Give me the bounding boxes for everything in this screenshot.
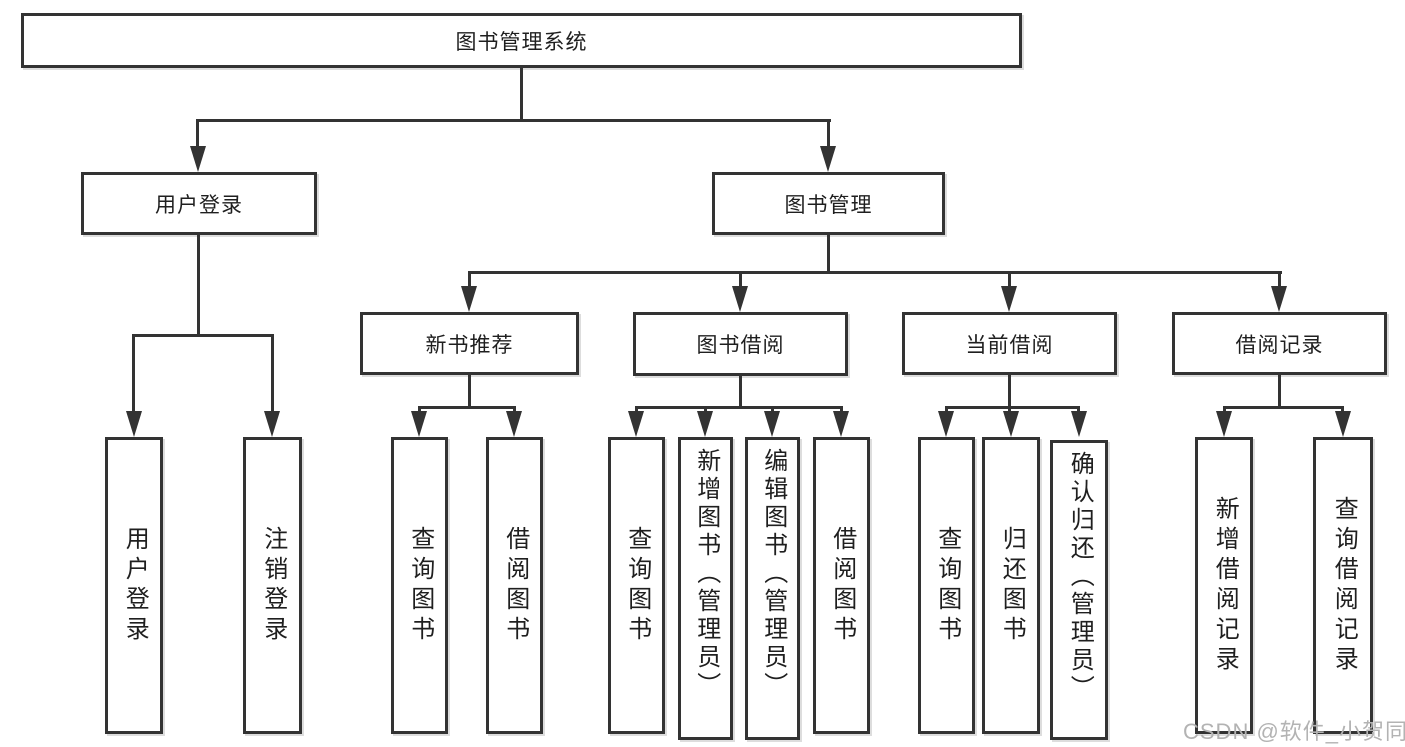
connector-borrow-hline [635,406,842,409]
connector-mgmt-stub-2 [739,271,742,288]
leaf-user-login: 用户登录 [105,437,163,734]
arrow-down-icon [126,411,142,437]
leaf-add-borrow-record: 新增借阅记录 [1195,437,1253,734]
leaf-borrow-books-2: 借阅图书 [813,437,870,734]
connector-records-vline [1278,375,1281,409]
arrow-down-icon [411,411,427,437]
connector-login-stub-right [271,334,274,414]
leaf-query-books-3: 查询图书 [918,437,975,734]
connector-root-stub-left [196,119,199,149]
node-new-book-recommend: 新书推荐 [360,312,579,375]
arrow-down-icon [820,146,836,172]
connector-borrow-stub-4 [840,406,843,414]
connector-newbook-vline [468,375,471,409]
arrow-down-icon [1271,286,1287,312]
connector-borrow-stub-3 [771,406,774,414]
connector-mgmt-vline [827,235,830,274]
leaf-return-book: 归还图书 [982,437,1040,734]
leaf-logout: 注销登录 [243,437,302,734]
connector-login-vline [197,235,200,336]
arrow-down-icon [938,411,954,437]
connector-root-vline [520,68,523,121]
connector-mgmt-hline [469,271,1282,274]
connector-current-hline [945,406,1080,409]
connector-newbook-stub-1 [418,406,421,414]
arrow-down-icon [697,411,713,437]
arrow-down-icon [1216,411,1232,437]
connector-current-stub-3 [1077,406,1080,414]
arrow-down-icon [1071,411,1087,437]
arrow-down-icon [190,146,206,172]
leaf-confirm-return-admin: 确认归还（管理员） [1050,440,1108,740]
connector-mgmt-stub-1 [468,271,471,288]
arrow-down-icon [264,411,280,437]
arrow-down-icon [461,286,477,312]
leaf-query-books-1: 查询图书 [391,437,448,734]
leaf-add-book-admin: 新增图书（管理员） [678,437,733,740]
leaf-query-books-2: 查询图书 [608,437,665,734]
node-borrow-records: 借阅记录 [1172,312,1387,375]
arrow-down-icon [1335,411,1351,437]
arrow-down-icon [764,411,780,437]
connector-mgmt-stub-4 [1278,271,1281,288]
connector-records-stub-2 [1341,406,1344,414]
leaf-edit-book-admin: 编辑图书（管理员） [745,437,800,740]
connector-newbook-hline [418,406,516,409]
leaf-query-borrow-record: 查询借阅记录 [1313,437,1373,734]
arrow-down-icon [628,411,644,437]
connector-current-stub-2 [1008,406,1011,414]
connector-current-vline [1008,375,1011,409]
connector-borrow-stub-2 [704,406,707,414]
connector-login-stub-left [132,334,135,414]
connector-borrow-stub-1 [635,406,638,414]
connector-mgmt-stub-3 [1008,271,1011,288]
arrow-down-icon [1001,286,1017,312]
connector-root-hline [196,119,831,122]
connector-records-hline [1223,406,1344,409]
arrow-down-icon [506,411,522,437]
node-root: 图书管理系统 [21,13,1022,68]
connector-login-hline [132,334,274,337]
node-book-management: 图书管理 [712,172,945,235]
arrow-down-icon [1003,411,1019,437]
connector-records-stub-1 [1223,406,1226,414]
node-user-login: 用户登录 [81,172,317,235]
connector-current-stub-1 [945,406,948,414]
connector-root-stub-right [827,119,830,149]
arrow-down-icon [732,286,748,312]
node-book-borrow: 图书借阅 [633,312,848,376]
arrow-down-icon [833,411,849,437]
node-current-borrow: 当前借阅 [902,312,1117,375]
connector-borrow-vline [739,376,742,409]
leaf-borrow-books-1: 借阅图书 [486,437,543,734]
watermark: CSDN @软件_小贺同学 [1183,719,1405,744]
connector-newbook-stub-2 [513,406,516,414]
